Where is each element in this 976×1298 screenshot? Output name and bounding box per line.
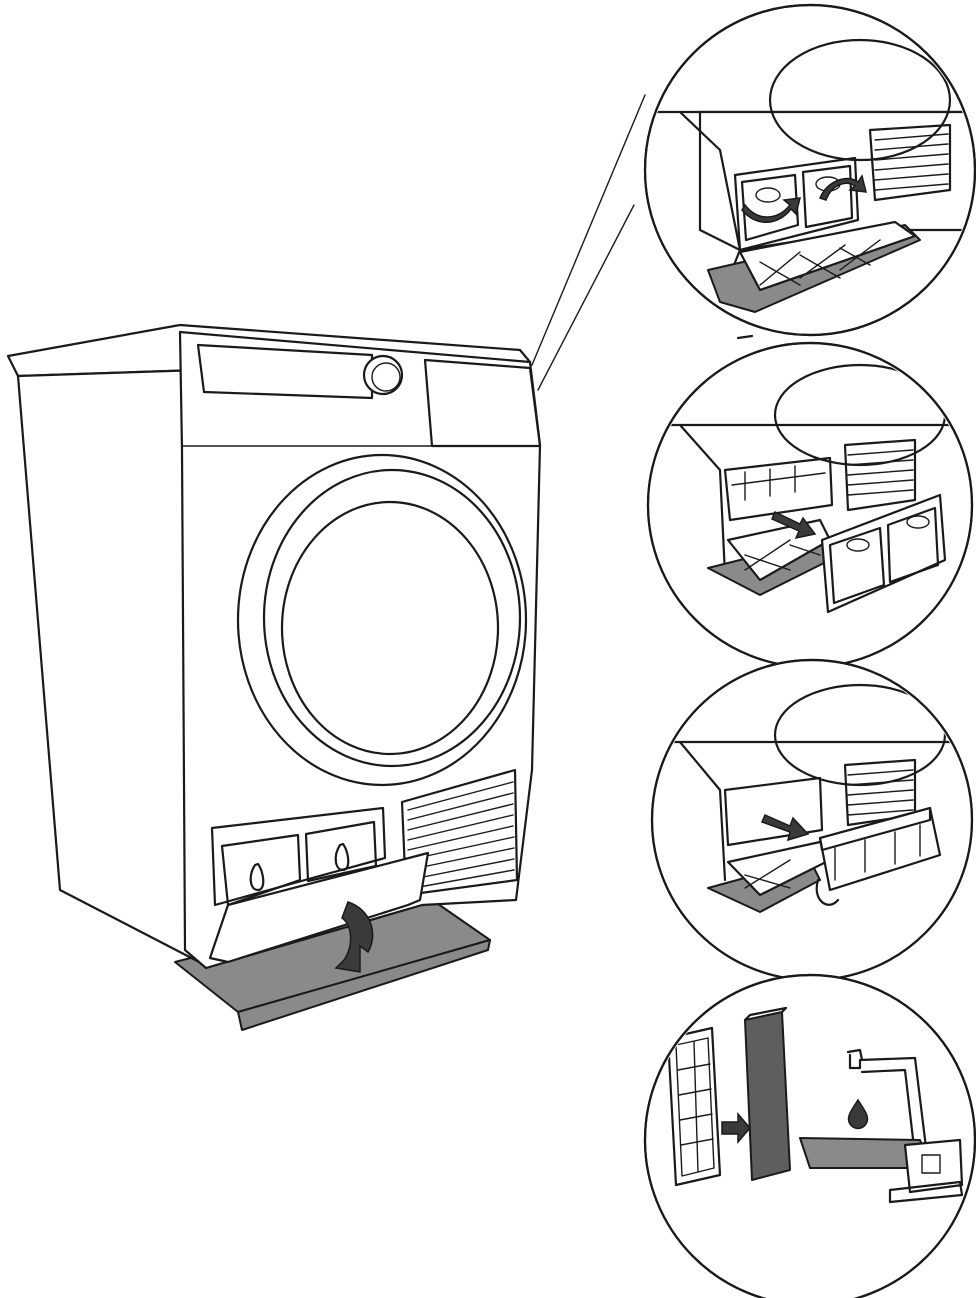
filter-hatch-left	[220, 833, 302, 907]
hatch-lever-left-icon	[249, 862, 265, 892]
hatch-lever-right-icon	[334, 842, 350, 872]
open-bottom-flap	[208, 851, 430, 964]
foam-filter	[744, 1011, 791, 1181]
callout-line-top	[531, 94, 646, 366]
dryer	[6, 323, 542, 1031]
pull-arrow-icon	[771, 510, 817, 540]
step-1-circle	[643, 3, 976, 337]
pull-arrow-icon	[760, 814, 810, 842]
floor-mat-edge	[237, 939, 491, 1031]
control-panel-display	[196, 343, 374, 400]
door-outer-ring	[236, 453, 528, 787]
dryer-left-side	[16, 368, 207, 967]
program-knob	[362, 354, 404, 396]
rotate-arrow-icon	[818, 174, 867, 201]
faucet-icon	[848, 1053, 932, 1184]
step-4-circle	[643, 973, 976, 1298]
insert-arrow-icon	[721, 1111, 751, 1145]
callout-line-bottom	[537, 204, 635, 391]
rotate-arrow-icon	[334, 901, 374, 973]
step-2-circle	[646, 341, 974, 669]
rotate-arrow-icon	[741, 197, 801, 223]
door-glass	[280, 500, 500, 756]
step-3-circle	[650, 658, 974, 982]
water-drop-icon	[847, 1098, 869, 1130]
